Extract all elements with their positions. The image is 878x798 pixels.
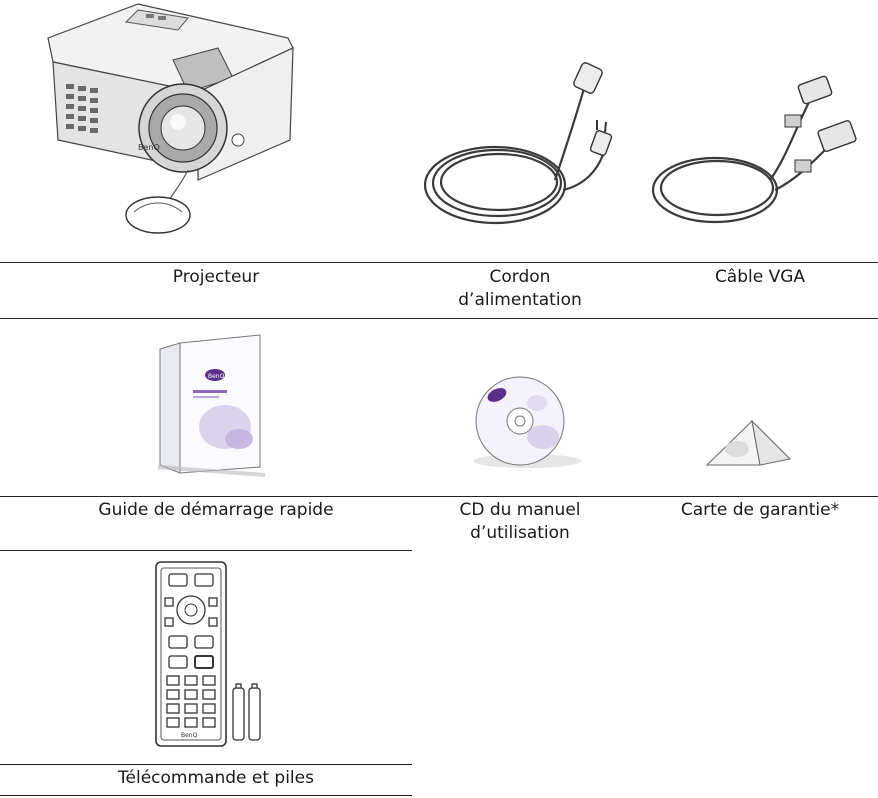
- divider: [0, 550, 412, 551]
- divider: [0, 318, 878, 319]
- item-label-quick-start-guide: Guide de démarrage rapide: [98, 500, 334, 520]
- item-label-remote-control: Télécommande et piles: [118, 768, 314, 788]
- divider: [0, 262, 878, 263]
- remote-control-and-batteries-icon: BenQ: [155, 561, 261, 747]
- vga-cable-icon: [651, 75, 857, 224]
- divider: [0, 764, 412, 765]
- item-label-projector: Projecteur: [172, 267, 260, 287]
- warranty-card-icon: [705, 419, 792, 466]
- divider: [0, 496, 878, 497]
- svg-text:BenQ: BenQ: [208, 373, 225, 380]
- item-label-user-manual-cd: CD du manuel d’utilisation: [459, 500, 581, 543]
- item-label-warranty-card: Carte de garantie*: [680, 500, 840, 520]
- item-label-power-cord: Cordon d’alimentation: [458, 267, 582, 310]
- divider: [0, 795, 412, 796]
- projector-icon: BenQ: [47, 3, 294, 234]
- power-cord-icon: [423, 62, 613, 225]
- logo-text: BenQ: [138, 143, 160, 152]
- item-label-vga-cable: Câble VGA: [714, 267, 806, 287]
- quick-start-guide-icon: BenQ: [157, 334, 266, 477]
- remote-logo-text: BenQ: [181, 732, 198, 739]
- user-manual-cd-icon: [473, 376, 581, 468]
